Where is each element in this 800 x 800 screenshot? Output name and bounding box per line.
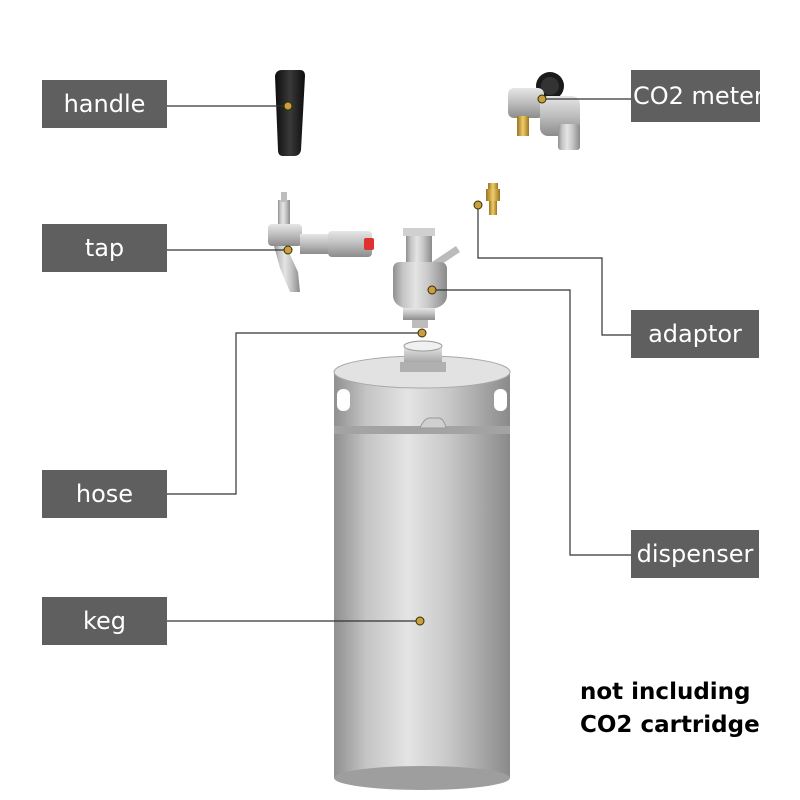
label-keg: keg: [42, 597, 167, 645]
label-co2-meter: CO2 meter: [631, 70, 760, 122]
label-dispenser: dispenser: [631, 530, 759, 578]
label-co2-meter-text: CO2 meter: [633, 82, 760, 110]
adaptor-fitting: [486, 183, 500, 215]
label-adaptor: adaptor: [631, 310, 759, 358]
leader-line-adaptor: [477, 205, 631, 336]
marker-dot-tap: [283, 245, 293, 255]
label-hose-text: hose: [75, 480, 134, 508]
marker-dot-hose: [417, 328, 427, 338]
label-dispenser-text: dispenser: [636, 540, 754, 568]
marker-dot-co2-meter: [537, 94, 547, 104]
leader-lines: [167, 98, 631, 622]
label-hose: hose: [42, 470, 167, 518]
label-tap: tap: [42, 224, 167, 272]
label-keg-text: keg: [82, 607, 127, 635]
tap-faucet: [268, 192, 374, 292]
label-adaptor-text: adaptor: [648, 320, 742, 348]
label-tap-text: tap: [84, 234, 125, 262]
cartridge-note-line-2: CO2 cartridge: [580, 712, 760, 738]
marker-dots: [283, 94, 547, 626]
leader-line-hose: [167, 332, 422, 495]
label-handle: handle: [42, 80, 167, 128]
dispenser-head: [393, 228, 460, 328]
label-handle-text: handle: [63, 90, 146, 118]
cartridge-note-line-1: not including: [580, 679, 751, 705]
co2-meter-regulator: [508, 72, 580, 150]
leader-line-dispenser: [432, 289, 631, 556]
handle-knob: [275, 70, 305, 156]
marker-dot-adaptor: [473, 200, 483, 210]
keg-body: [333, 340, 511, 790]
marker-dot-dispenser: [427, 285, 437, 295]
marker-dot-keg: [415, 616, 425, 626]
cartridge-note: not including CO2 cartridge: [580, 676, 760, 742]
marker-dot-handle: [283, 101, 293, 111]
